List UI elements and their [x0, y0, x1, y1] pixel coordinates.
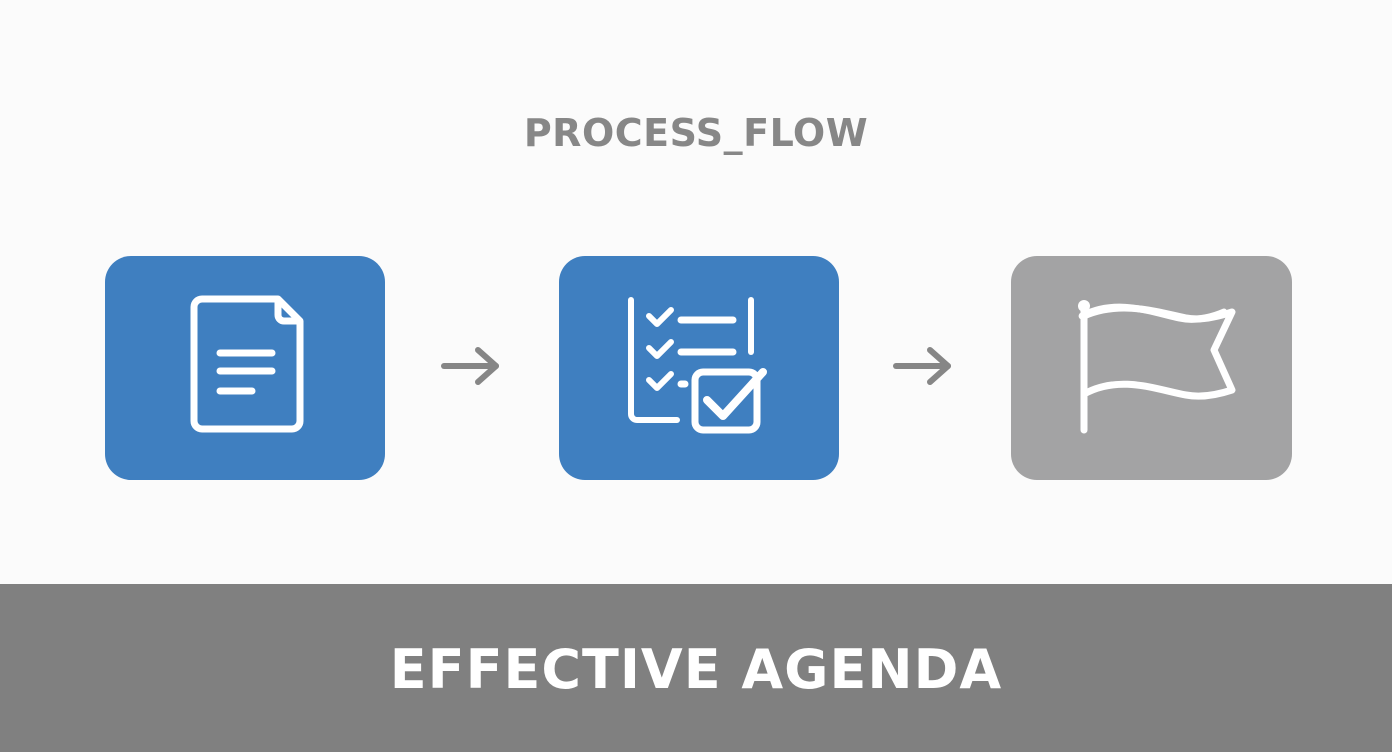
banner-title: EFFECTIVE AGENDA [389, 638, 1003, 701]
step-finish-flag [1011, 256, 1292, 480]
footer-banner: EFFECTIVE AGENDA [0, 584, 1392, 752]
document-icon [190, 295, 304, 433]
arrow-right-icon [441, 347, 499, 385]
checklist-icon [628, 297, 767, 434]
step-checklist [559, 256, 839, 480]
step-document [105, 256, 385, 480]
page-title: PROCESS_FLOW [523, 111, 869, 155]
arrow-right-icon [893, 347, 951, 385]
flag-icon [1077, 300, 1235, 434]
